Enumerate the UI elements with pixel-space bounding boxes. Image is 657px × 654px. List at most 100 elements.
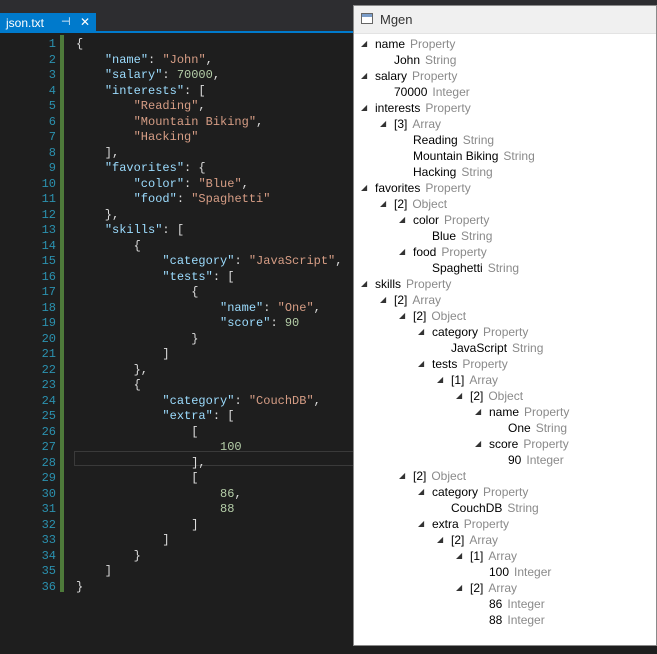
expanded-triangle-icon[interactable]: ◢	[418, 327, 425, 336]
expanded-triangle-icon[interactable]: ◢	[380, 119, 387, 128]
code-line: ],	[76, 455, 206, 470]
node-name-text: [2]	[470, 581, 484, 595]
code-line: "Reading",	[133, 99, 206, 113]
node-type: Property	[410, 37, 456, 51]
expanded-triangle-icon[interactable]: ◢	[361, 71, 368, 80]
expanded-triangle-icon[interactable]: ◢	[475, 439, 482, 448]
line-number: 34	[41, 548, 56, 563]
node-name: Reading String	[413, 132, 494, 148]
code-line: "favorites": {	[104, 161, 206, 175]
node-type: String	[503, 149, 535, 163]
node-type: Integer	[507, 597, 545, 611]
expanded-triangle-icon[interactable]: ◢	[456, 391, 463, 400]
node-name-text: [2]	[413, 309, 427, 323]
node-name: [2]Array	[451, 532, 498, 548]
node-name-text: 86	[489, 597, 503, 611]
node-type: Array	[412, 293, 442, 307]
node-name-text: CouchDB	[451, 501, 503, 515]
node-type: Property	[523, 437, 569, 451]
expanded-triangle-icon[interactable]: ◢	[437, 535, 444, 544]
node-name-text: score	[489, 437, 519, 451]
code-line: "name": "One",	[220, 300, 321, 315]
code-line: {	[76, 37, 84, 51]
expanded-triangle-icon[interactable]: ◢	[380, 295, 387, 304]
line-number: 14	[41, 238, 56, 253]
code-line: ]	[76, 347, 170, 361]
expanded-triangle-icon[interactable]: ◢	[399, 471, 406, 480]
code-line: ]	[76, 564, 113, 578]
line-number: 15	[41, 254, 56, 268]
tab-json-txt[interactable]: json.txt ⊣ ✕	[0, 13, 96, 33]
node-type: Property	[441, 245, 487, 259]
node-name-text: name	[489, 405, 520, 419]
expanded-triangle-icon[interactable]: ◢	[361, 183, 368, 192]
expanded-triangle-icon[interactable]: ◢	[361, 39, 368, 48]
line-number: 10	[41, 176, 56, 191]
code-line: {	[76, 285, 199, 299]
pin-icon[interactable]: ⊣	[61, 16, 71, 28]
node-name-text: category	[432, 485, 479, 499]
node-type: Property	[444, 213, 490, 227]
line-number: 18	[41, 300, 56, 315]
expanded-triangle-icon[interactable]: ◢	[399, 311, 406, 320]
expanded-triangle-icon[interactable]: ◢	[456, 583, 463, 592]
expanded-triangle-icon[interactable]: ◢	[437, 375, 444, 384]
expanded-triangle-icon[interactable]: ◢	[380, 199, 387, 208]
code-line: 86,	[220, 486, 242, 501]
node-type: Array	[469, 533, 499, 547]
line-number: 5	[48, 99, 56, 113]
node-type: Object	[431, 469, 467, 483]
close-icon[interactable]: ✕	[80, 15, 91, 29]
expanded-triangle-icon[interactable]: ◢	[399, 215, 406, 224]
node-name: 90 Integer	[508, 452, 564, 468]
expanded-triangle-icon[interactable]: ◢	[475, 407, 482, 416]
node-name-text: 90	[508, 453, 522, 467]
expanded-triangle-icon[interactable]: ◢	[456, 551, 463, 560]
line-number: 36	[41, 579, 56, 594]
code-line: {	[76, 238, 141, 253]
node-type: Array	[488, 581, 518, 595]
node-name-text: salary	[375, 69, 408, 83]
node-type: String	[535, 421, 568, 435]
node-name: 86 Integer	[489, 596, 545, 612]
code-line: }	[76, 331, 199, 346]
expanded-triangle-icon[interactable]: ◢	[418, 519, 425, 528]
line-number: 17	[41, 285, 56, 299]
node-type: String	[462, 133, 495, 147]
code-line: [	[76, 424, 199, 439]
expanded-triangle-icon[interactable]: ◢	[418, 487, 425, 496]
node-name: [2] Array	[470, 580, 517, 596]
node-type: Object	[488, 389, 524, 403]
expanded-triangle-icon[interactable]: ◢	[399, 247, 406, 256]
line-number: 21	[41, 347, 56, 361]
node-name-text: skills	[375, 277, 401, 291]
node-type: String	[487, 261, 520, 275]
code-area[interactable]: { "name": "John", "salary": 70000, "inte…	[76, 35, 356, 595]
node-type: Integer	[432, 85, 470, 99]
node-type: Array	[488, 549, 518, 563]
line-number: 25	[41, 409, 56, 423]
node-name-text: Reading	[413, 133, 458, 147]
node-name: [2] Object	[470, 388, 523, 404]
expanded-triangle-icon[interactable]: ◢	[361, 279, 368, 288]
mgen-title-bar[interactable]: Mgen	[354, 6, 656, 34]
node-name-text: favorites	[375, 181, 421, 195]
node-type: Integer	[526, 453, 564, 467]
expanded-triangle-icon[interactable]: ◢	[361, 103, 368, 112]
expanded-triangle-icon[interactable]: ◢	[418, 359, 425, 368]
code-line: "salary": 70000,	[104, 68, 221, 82]
line-number: 28	[41, 455, 56, 470]
line-number: 7	[48, 130, 56, 144]
node-name-text: [2]	[470, 389, 484, 403]
node-name-text: interests	[375, 101, 421, 115]
code-line: "food": "Spaghetti"	[133, 192, 271, 206]
